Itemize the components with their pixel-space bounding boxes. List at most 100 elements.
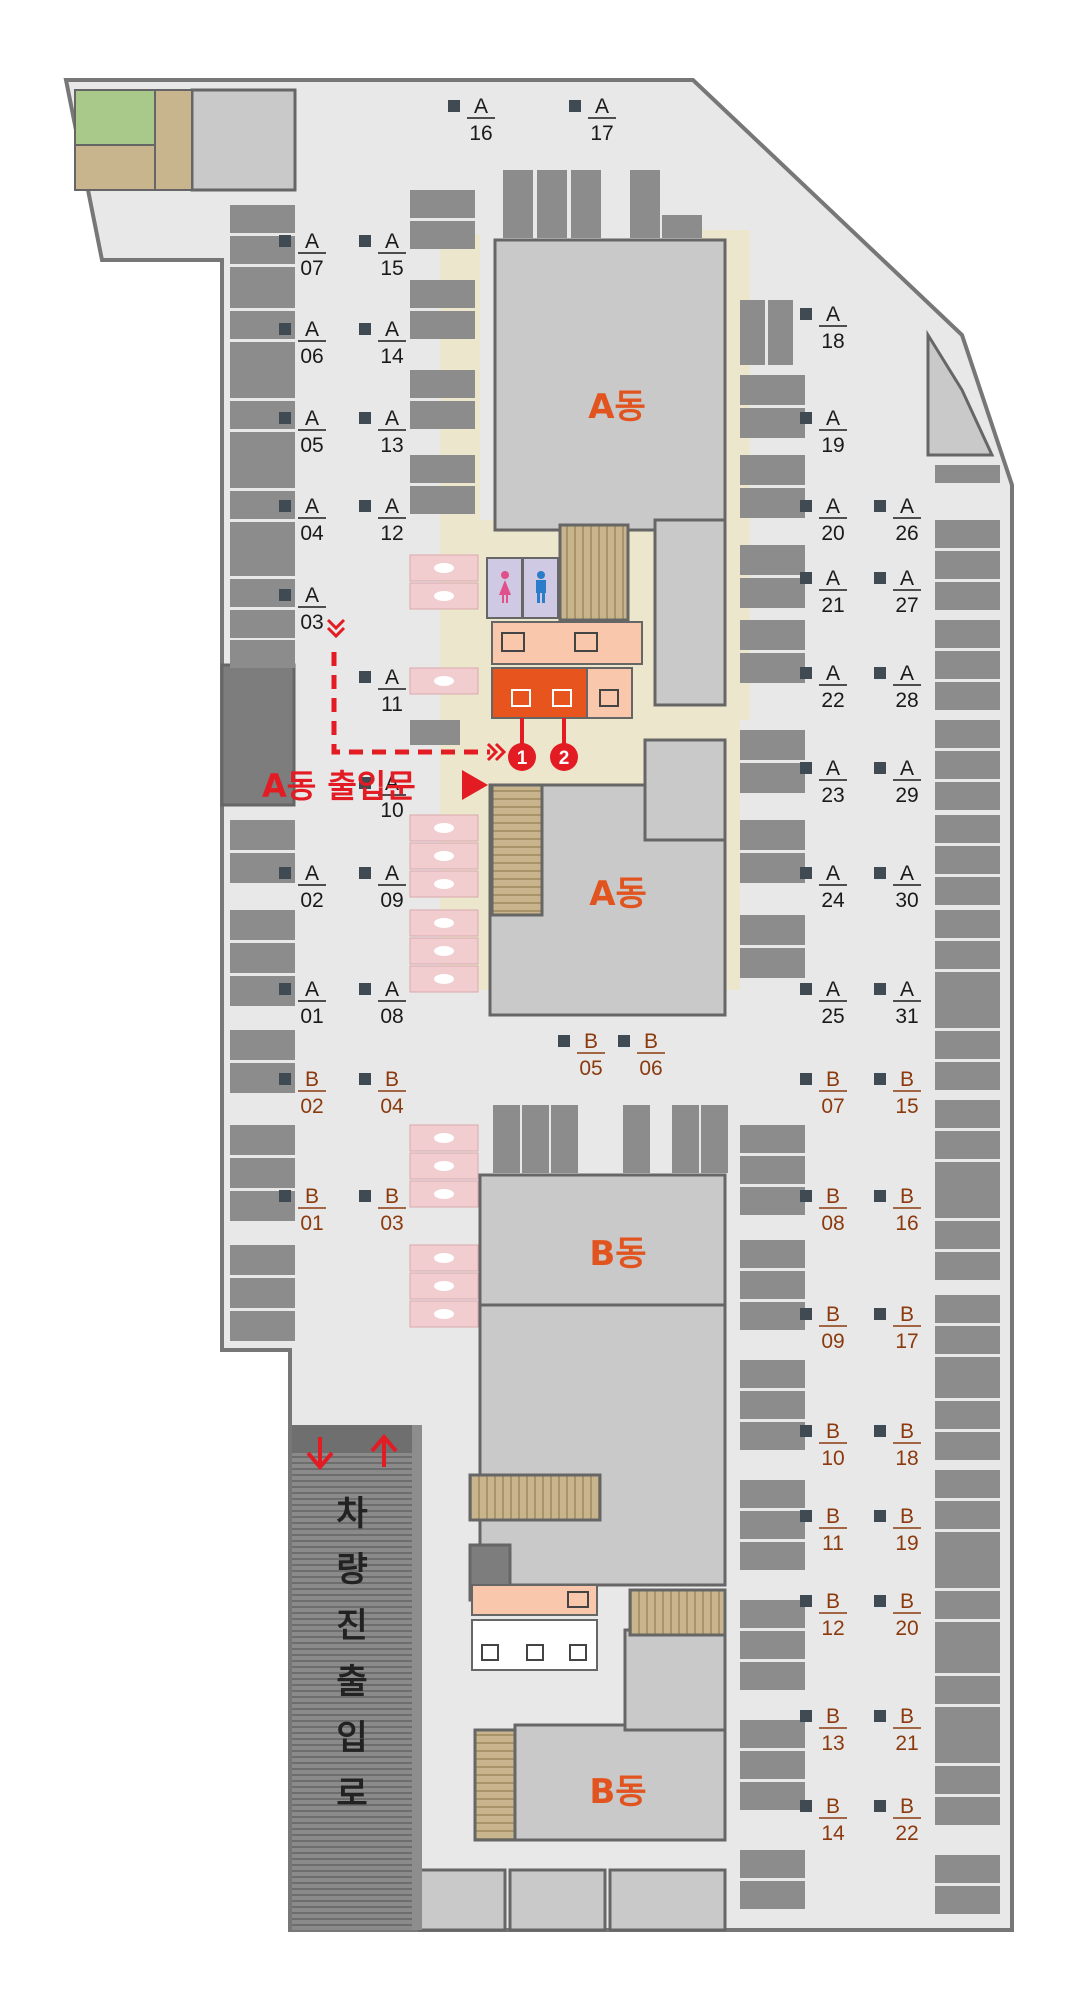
- walkway-icon: [434, 591, 454, 601]
- pillar-marker: [874, 500, 886, 512]
- pillar-number: 17: [590, 122, 613, 145]
- pillar-letter: B: [584, 1030, 598, 1053]
- pillar-letter: B: [644, 1030, 658, 1053]
- parking-slot: [740, 915, 805, 945]
- building-label-b-upper: B동: [589, 1234, 646, 1274]
- restrooms: [486, 557, 559, 619]
- pillar-letter: A: [826, 662, 840, 685]
- parking-slot: [740, 1302, 805, 1330]
- crosswalk-stripe: [409, 1244, 479, 1272]
- parking-slot: [935, 582, 1000, 610]
- parking-slot: [410, 486, 475, 514]
- pillar-marker: [874, 762, 886, 774]
- pillar-marker: [800, 500, 812, 512]
- pillar-label-a12: A12: [378, 495, 406, 545]
- parking-slot: [935, 1735, 1000, 1763]
- parking-slot: [935, 1100, 1000, 1128]
- parking-slot: [935, 520, 1000, 548]
- walkway-icon: [434, 918, 454, 928]
- arrow-down-icon: [306, 1437, 334, 1471]
- pillar-number: 13: [821, 1732, 844, 1755]
- pillar-marker: [874, 1425, 886, 1437]
- pillar-letter: B: [826, 1185, 840, 1208]
- pillar-label-b13: B13: [819, 1705, 847, 1755]
- pillar-label-a13: A13: [378, 407, 406, 457]
- arrow-up-icon: [370, 1433, 398, 1467]
- parking-slot: [935, 1676, 1000, 1704]
- parking-slot: [935, 782, 1000, 810]
- parking-slot: [935, 1326, 1000, 1354]
- pillar-number: 15: [380, 257, 403, 280]
- pillar-marker: [800, 983, 812, 995]
- pillar-letter: B: [900, 1420, 914, 1443]
- building-label-a-lower: A동: [589, 874, 647, 914]
- pillar-letter: A: [385, 407, 399, 430]
- pillar-marker: [874, 1710, 886, 1722]
- ramp-char: 로: [336, 1774, 367, 1814]
- pillar-marker: [800, 308, 812, 320]
- parking-slot: [740, 1631, 805, 1659]
- pillar-letter: A: [305, 407, 319, 430]
- walkway-icon: [434, 1281, 454, 1291]
- walkway-icon: [434, 823, 454, 833]
- pillar-label-b08: B08: [819, 1185, 847, 1235]
- pillar-label-a08: A08: [378, 978, 406, 1028]
- pillar-number: 17: [895, 1330, 918, 1353]
- pillar-letter: A: [900, 862, 914, 885]
- parking-slot: [935, 1470, 1000, 1498]
- pillar-marker: [359, 867, 371, 879]
- pillar-marker: [279, 1073, 291, 1085]
- pillar-marker: [874, 1308, 886, 1320]
- parking-slot: [740, 488, 805, 518]
- pillar-number: 20: [895, 1617, 918, 1640]
- parking-slot: [230, 1278, 295, 1308]
- pillar-number: 22: [821, 689, 844, 712]
- parking-slot: [410, 221, 475, 249]
- pillar-marker: [359, 412, 371, 424]
- parking-slot: [503, 170, 533, 238]
- elevator-hall-b: [471, 1584, 598, 1671]
- parking-slot: [230, 1311, 295, 1341]
- pillar-letter: B: [826, 1505, 840, 1528]
- pillar-letter: A: [826, 757, 840, 780]
- escalator-icon: [501, 632, 619, 707]
- pillar-letter: A: [305, 495, 319, 518]
- parking-slot: [935, 1532, 1000, 1560]
- pillar-letter: A: [900, 757, 914, 780]
- pillar-label-a06: A06: [298, 318, 326, 368]
- pillar-letter: B: [826, 1590, 840, 1613]
- pillar-marker: [359, 323, 371, 335]
- pillar-label-a14: A14: [378, 318, 406, 368]
- pillar-label-a29: A29: [893, 757, 921, 807]
- pillar-label-a16: A16: [467, 95, 495, 145]
- parking-slot: [740, 763, 805, 793]
- pillar-letter: A: [826, 978, 840, 1001]
- pillar-letter: A: [385, 318, 399, 341]
- entrance-label: A동 출입문: [262, 767, 416, 805]
- pillar-letter: A: [385, 495, 399, 518]
- pillar-marker: [359, 983, 371, 995]
- pillar-number: 05: [579, 1057, 602, 1080]
- parking-slot: [935, 1295, 1000, 1323]
- parking-slot: [740, 1240, 805, 1268]
- parking-slot: [230, 943, 295, 973]
- parking-slot: [410, 370, 475, 398]
- pillar-number: 19: [821, 434, 844, 457]
- parking-slot: [662, 215, 702, 238]
- pillar-letter: B: [900, 1505, 914, 1528]
- pillar-marker: [874, 983, 886, 995]
- restroom-male-icon: [536, 571, 546, 603]
- pillar-marker: [800, 572, 812, 584]
- pillar-number: 09: [380, 889, 403, 912]
- pillar-number: 04: [300, 522, 324, 545]
- parking-slot: [740, 375, 805, 405]
- parking-slot: [935, 620, 1000, 648]
- chevron-right-icon: [486, 742, 507, 762]
- pillar-marker: [279, 983, 291, 995]
- pillar-number: 16: [895, 1212, 918, 1235]
- parking-slot: [740, 1391, 805, 1419]
- parking-slot: [935, 1031, 1000, 1059]
- parking-slot: [740, 300, 765, 365]
- pillar-label-b07: B07: [819, 1068, 847, 1118]
- pillar-number: 20: [821, 522, 844, 545]
